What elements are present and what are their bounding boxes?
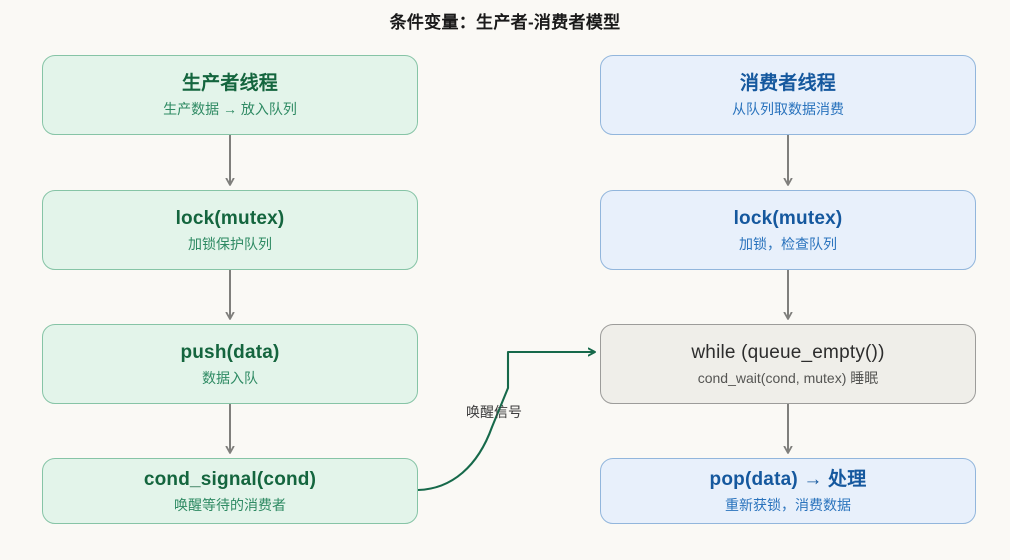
node-title: cond_signal(cond) (143, 469, 317, 491)
node-title: lock(mutex) (175, 208, 285, 230)
node-title: push(data) (180, 342, 280, 364)
node-consumer-thread[interactable]: 消费者线程 从队列取数据消费 (600, 55, 976, 135)
node-title: lock(mutex) (733, 208, 843, 230)
node-producer-lock-mutex[interactable]: lock(mutex) 加锁保护队列 (42, 190, 418, 270)
node-subtitle: 重新获锁，消费数据 (725, 496, 851, 513)
node-title: pop(data) → 处理 (709, 469, 867, 491)
node-subtitle: 加锁保护队列 (188, 235, 272, 252)
node-consumer-pop-data[interactable]: pop(data) → 处理 重新获锁，消费数据 (600, 458, 976, 524)
node-subtitle: 从队列取数据消费 (732, 100, 844, 117)
node-subtitle: 加锁，检查队列 (739, 235, 837, 252)
node-title: while (queue_empty()) (691, 342, 885, 364)
node-consumer-lock-mutex[interactable]: lock(mutex) 加锁，检查队列 (600, 190, 976, 270)
node-subtitle: 生产数据 → 放入队列 (163, 100, 297, 117)
node-producer-thread[interactable]: 生产者线程 生产数据 → 放入队列 (42, 55, 418, 135)
node-title: 消费者线程 (739, 73, 836, 95)
node-subtitle: 数据入队 (202, 369, 258, 386)
node-consumer-wait-loop[interactable]: while (queue_empty()) cond_wait(cond, mu… (600, 324, 976, 404)
node-subtitle: cond_wait(cond, mutex) 睡眠 (697, 369, 879, 386)
node-title: 生产者线程 (181, 73, 278, 95)
page-title: 条件变量：生产者-消费者模型 (389, 13, 621, 32)
node-producer-push-data[interactable]: push(data) 数据入队 (42, 324, 418, 404)
edge-label-signal: 唤醒信号 (466, 404, 522, 420)
node-subtitle: 唤醒等待的消费者 (174, 496, 286, 513)
node-producer-cond-signal[interactable]: cond_signal(cond) 唤醒等待的消费者 (42, 458, 418, 524)
